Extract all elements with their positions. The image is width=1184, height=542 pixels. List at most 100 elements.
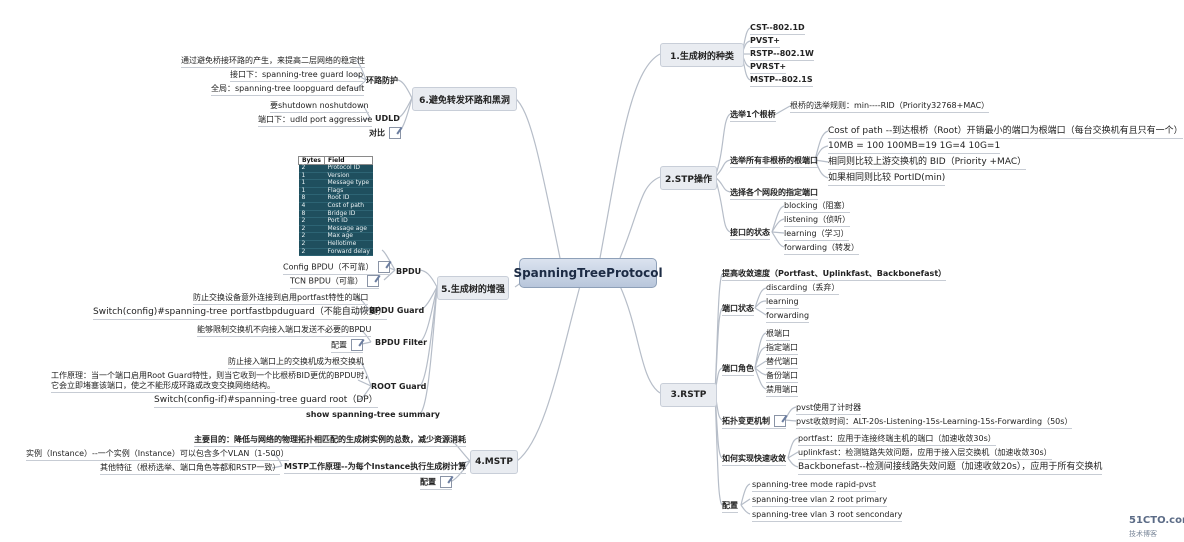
table-cell: 8 [298,210,325,219]
rstp-port-state: 端口状态 [722,303,754,316]
tcn-bpdu: TCN BPDU（可靠） [290,275,379,289]
udld: UDLD [375,114,400,123]
stp-type-item: PVST+ [750,35,780,48]
watermark-sub: 技术博客 [1129,530,1157,538]
mstp-principle: MSTP工作原理--为每个Instance执行生成树计算 [284,461,467,474]
root-port-item: 如果相同则比较 PortID(min) [828,172,946,186]
port-state-item: listening（侦听） [784,214,851,227]
table-cell: Protocol ID [324,164,373,173]
root-port-item: 相同则比较上游交换机的 BID（Priority +MAC） [828,156,1027,170]
rstp-fast-item: portfast：应用于连接终端主机的端口（加速收敛30s） [798,433,996,446]
table-cell: Message age [324,225,373,234]
branch-stp-types[interactable]: 1.生成树的种类 [660,43,744,67]
table-cell: Flags [324,187,373,196]
port-state-item: blocking（阻塞） [784,200,850,213]
table-cell: 1 [298,172,325,181]
mstp-config-label: 配置 [420,477,436,487]
table-cell: Max age [324,233,373,241]
branch-avoid-loops[interactable]: 6.避免转发环路和黑洞 [412,87,517,111]
bpdu-filter: BPDU Filter [375,338,428,347]
note-icon[interactable] [440,476,452,488]
loop-guard-item: 接口下：spanning-tree guard loop [230,69,364,82]
rstp-topology-item: pvst使用了计时器 [796,402,862,415]
branch-stp-enhancement[interactable]: 5.生成树的增强 [437,276,509,300]
branch-stp-operation[interactable]: 2.STP操作 [660,166,717,190]
watermark-logo: 51CTO.com [1129,515,1184,526]
rstp-port-role-item: 根端口 [766,328,790,341]
show-summary: show spanning-tree summary [306,410,440,419]
bpdu-guard-cmd: Switch(config)#spanning-tree portfastbpd… [93,306,387,320]
root-guard: ROOT Guard [371,382,427,391]
root-guard-desc: 防止接入端口上的交换机成为根交换机 [228,356,364,369]
branch-rstp[interactable]: 3.RSTP [660,383,717,407]
table-cell: 2 [298,240,325,249]
bpdu-guard: BPDU Guard [369,306,425,315]
table-cell: 4 [298,202,325,211]
bpdu-label: BPDU [396,267,422,276]
note-icon[interactable] [351,339,363,351]
rstp-config-item: spanning-tree vlan 3 root sencondary [752,509,903,522]
rstp-fast-convergence: 如何实现快速收敛 [722,453,786,466]
table-cell: Hellotime [324,240,373,249]
tcn-bpdu-label: TCN BPDU（可靠） [290,276,363,286]
table-cell: 2 [298,233,325,241]
loop-guard: 环路防护 [366,76,398,85]
table-cell: Version [324,172,373,181]
udld-item: 端口下：udld port aggressive [258,114,373,127]
table-cell: 1 [298,187,325,196]
stp-type-item: RSTP--802.1W [750,48,814,61]
branch-mstp[interactable]: 4.MSTP [470,450,518,474]
table-cell: Cost of path [324,202,373,211]
root-topic[interactable]: SpanningTreeProtocol [513,258,663,288]
compare: 对比 [369,127,401,139]
table-cell: 8 [298,195,325,203]
table-cell: 2 [298,218,325,226]
note-icon[interactable] [774,415,786,427]
root-bridge-rule: 根桥的选举规则：min----RID（Priority32768+MAC） [790,100,990,113]
mstp-principle-item: 其他特征（根桥选举、端口角色等都和RSTP一致） [100,462,281,475]
note-icon[interactable] [366,275,379,287]
table-cell: Forward delay [324,248,373,257]
rstp-port-state-item: discarding（丢弃） [766,282,840,295]
note-icon[interactable] [377,261,390,273]
bpdu-filter-config: 配置 [331,339,363,353]
table-cell: Message type [324,180,373,188]
mstp-purpose: 主要目的：降低与网络的物理拓扑相匹配的生成树实例的总数，减少资源消耗 [194,434,466,447]
rstp-port-role: 端口角色 [722,363,754,376]
table-header: Field [323,156,374,165]
note-icon[interactable] [389,127,401,139]
root-guard-principle: 工作原理：当一个端口启用Root Guard特性，则当它收到一个比根桥BID更优… [51,371,373,380]
compare-label: 对比 [369,128,385,138]
root-port-election: 选举所有非根桥的根端口 [730,155,818,168]
table-cell: 1 [298,180,325,188]
rstp-topology-change-label: 拓扑变更机制 [722,416,770,426]
stp-type-item: MSTP--802.1S [750,74,813,87]
rstp-topology-item: pvst收敛时间：ALT-20s-Listening-15s-Learning-… [796,416,1073,429]
root-guard-cmd: Switch(config-if)#spanning-tree guard ro… [154,394,378,408]
loop-guard-item: 全局：spanning-tree loopguard default [211,83,365,96]
table-cell: Port ID [324,218,373,226]
udld-item: 要shutdown noshutdown [270,100,369,113]
rstp-port-state-item: forwarding [766,310,810,323]
rstp-config-item: spanning-tree vlan 2 root primary [752,494,888,507]
rstp-topology-change: 拓扑变更机制 [722,415,786,429]
config-bpdu: Config BPDU（不可靠） [283,261,390,275]
rstp-fast-item: uplinkfast：检测链路失效问题，应用于接入层交换机（加速收敛30s） [798,447,1052,460]
rstp-port-role-item: 替代端口 [766,356,798,369]
port-state-item: forwarding（转发） [784,242,860,255]
bpdu-filter-desc: 能够限制交换机不向接入端口发送不必要的BPDU [197,324,372,337]
config-bpdu-label: Config BPDU（不可靠） [283,262,374,272]
mstp-config: 配置 [420,476,452,490]
